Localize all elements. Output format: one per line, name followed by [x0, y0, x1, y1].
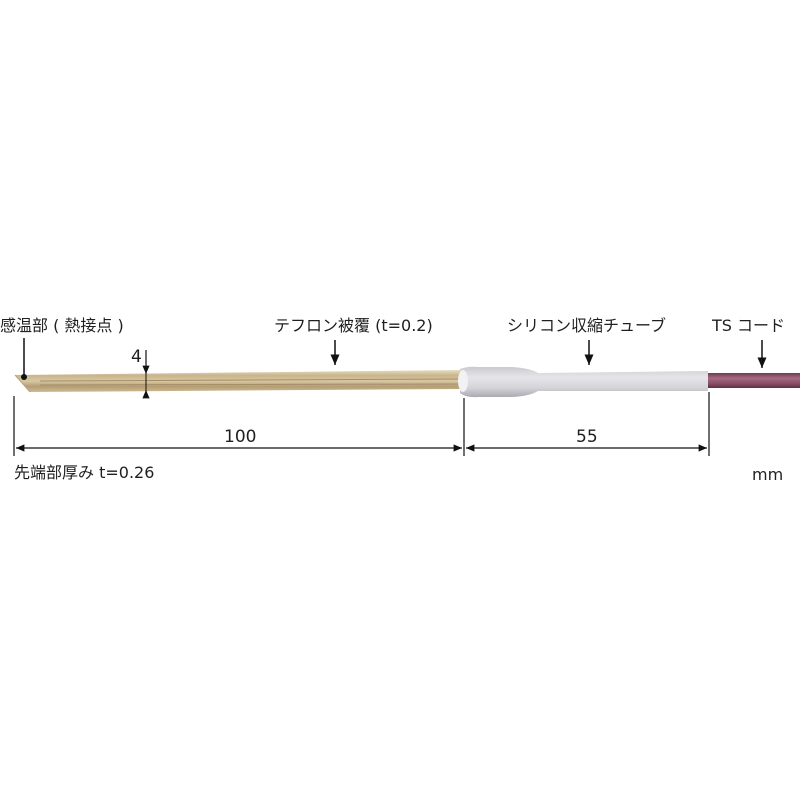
label-width-4: 4: [131, 347, 142, 367]
teflon-probe: [14, 370, 461, 393]
silicone-tube: [458, 366, 708, 398]
sensing-point-dot: [21, 374, 27, 380]
label-unit: mm: [752, 465, 784, 484]
label-sensing-part: 感温部 ( 熱接点 ): [0, 316, 124, 335]
dimension-value-55: 55: [576, 427, 598, 447]
label-tip-thickness: 先端部厚み t=0.26: [14, 463, 155, 482]
label-teflon-coating: テフロン被覆 (t=0.2): [274, 316, 433, 335]
label-ts-cord: TS コード: [712, 316, 786, 335]
ts-cord: [708, 373, 800, 388]
dimension-value-100: 100: [224, 427, 257, 447]
label-silicone-tube: シリコン収縮チューブ: [507, 316, 667, 335]
